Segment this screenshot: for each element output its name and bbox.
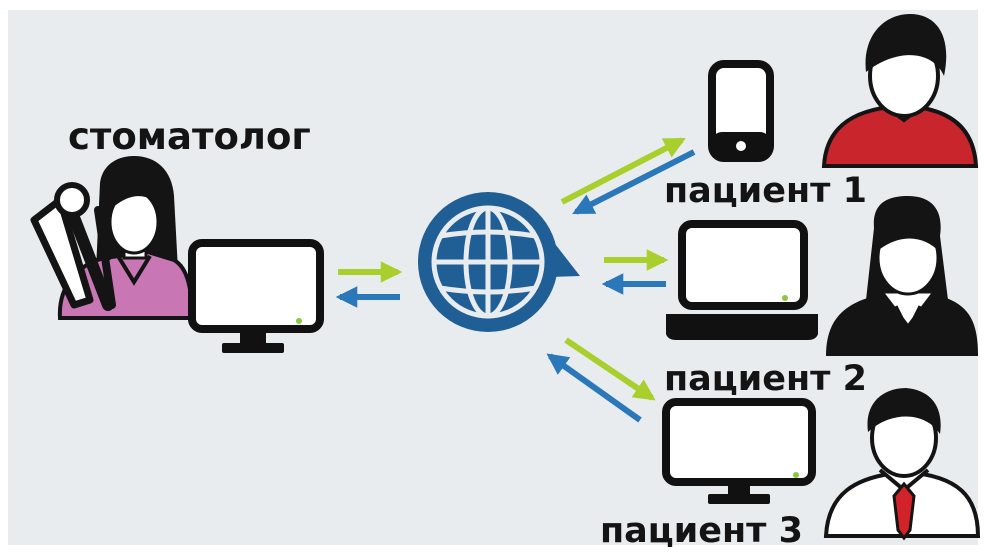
person-icon <box>823 388 981 541</box>
arrow-from-patient3 <box>546 353 642 423</box>
person-icon <box>821 14 979 168</box>
arrow-to-patient1 <box>560 137 686 205</box>
arrow-to-patient3 <box>564 337 656 401</box>
arrow-from-patient1 <box>572 149 696 215</box>
monitor-icon <box>188 239 324 353</box>
globe-icon <box>418 192 580 332</box>
patient2-label: пациент 2 <box>664 359 868 399</box>
laptop-icon <box>666 220 818 340</box>
smartphone-icon <box>708 60 774 162</box>
patient3-label: пациент 3 <box>600 511 804 551</box>
dentist-label: стоматолог <box>68 115 311 158</box>
dental-tools-icon <box>30 182 116 311</box>
patient1-label: пациент 1 <box>664 171 868 211</box>
monitor-icon <box>662 398 816 504</box>
person-icon <box>826 196 978 356</box>
